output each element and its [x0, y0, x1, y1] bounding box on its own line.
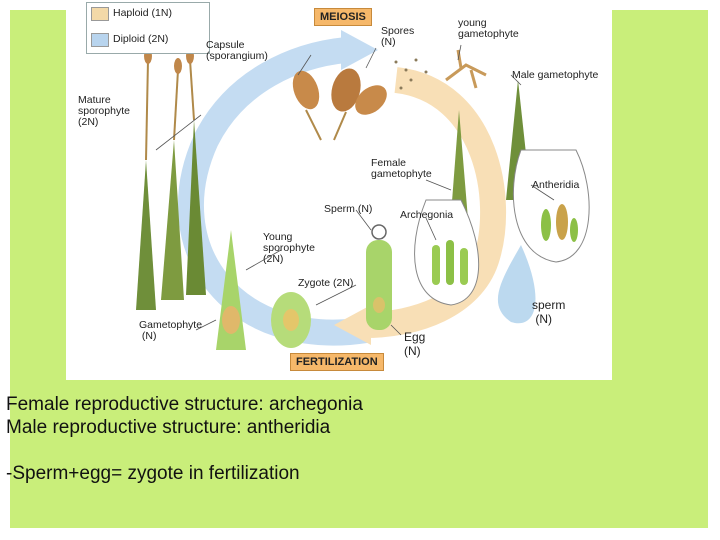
- zygote-label: Zygote (2N): [298, 277, 354, 289]
- capsule-label: Capsule (sporangium): [206, 39, 268, 62]
- diploid-arrowhead: [341, 30, 378, 70]
- young-gametophyte-label: young gametophyte: [458, 17, 519, 40]
- caption-line-male: Male reproductive structure: antheridia: [6, 417, 331, 438]
- mature-sporophyte-label: Mature sporophyte (2N): [78, 94, 130, 128]
- young-sporophyte-label: Young sporophyte (2N): [263, 231, 315, 265]
- fertilization-stage-label: FERTILIZATION: [290, 353, 384, 371]
- pointer-lines: [155, 44, 555, 336]
- diploid-label: Diploid (2N): [113, 33, 169, 45]
- haploid-swatch: [91, 7, 109, 21]
- gametophyte-label: Gametophyte (N): [139, 319, 203, 342]
- legend-diploid: Diploid (2N): [91, 31, 209, 47]
- zygote-embryo: [366, 224, 392, 330]
- male-gametophyte-label: Male gametophyte: [512, 69, 599, 81]
- antheridia-label: Antheridia: [532, 179, 580, 191]
- spores-scatter: [394, 58, 428, 90]
- spores-label: Spores (N): [381, 25, 415, 48]
- sperm-right-label: sperm (N): [532, 298, 566, 326]
- meiosis-stage-label: MEIOSIS: [314, 8, 372, 26]
- legend-haploid: Haploid (1N): [91, 5, 209, 21]
- legend: Haploid (1N) Diploid (2N): [86, 2, 210, 54]
- female-gametophyte-label: Female gametophyte: [371, 157, 432, 180]
- water-droplet-sperm: [497, 245, 536, 324]
- archegonia-magnified: [414, 199, 480, 306]
- mature-sporophyte-plant: [136, 48, 206, 310]
- haploid-arrowhead: [334, 305, 371, 345]
- archegonia-label: Archegonia: [400, 209, 454, 221]
- haploid-cycle-arrow: [365, 67, 507, 338]
- antheridia-magnified: [512, 149, 590, 263]
- caption-line-fertilization: -Sperm+egg= zygote in fertilization: [6, 463, 300, 484]
- caption: Female reproductive structure: archegoni…: [6, 393, 363, 485]
- young-sporophyte: [216, 230, 246, 350]
- haploid-label: Haploid (1N): [113, 7, 172, 19]
- moss-life-cycle-figure: Haploid (1N) Diploid (2N) MEIOSIS FERTIL…: [66, 0, 612, 380]
- capsule-sporangia: [292, 68, 387, 141]
- zygote-cell-cluster: [271, 292, 311, 348]
- caption-line-female: Female reproductive structure: archegoni…: [6, 394, 363, 415]
- caption-line-spacer: [6, 439, 363, 462]
- diploid-swatch: [91, 33, 109, 47]
- sperm-center-label: Sperm (N): [324, 203, 373, 215]
- life-cycle-illustration: [136, 30, 590, 350]
- egg-label: Egg (N): [404, 330, 426, 358]
- young-gametophyte-plant: [445, 49, 487, 89]
